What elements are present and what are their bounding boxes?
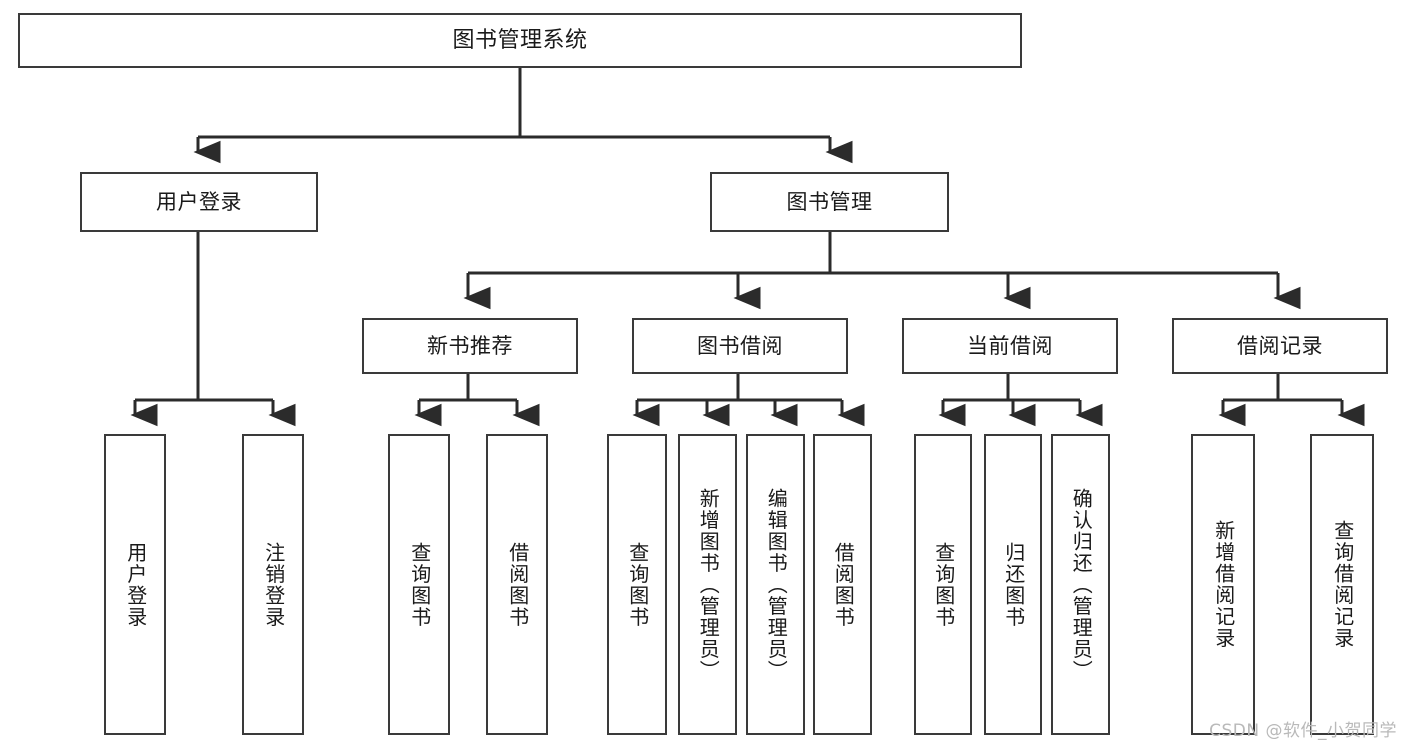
node-leaf-add-record[interactable]: 新增借阅记录 — [1191, 434, 1255, 735]
node-leaf-logout[interactable]: 注销登录 — [242, 434, 304, 735]
node-leaf-borrow-book-2[interactable]: 借阅图书 — [813, 434, 872, 735]
node-book-borrow[interactable]: 图书借阅 — [632, 318, 848, 374]
node-leaf-return-book[interactable]: 归还图书 — [984, 434, 1042, 735]
node-leaf-edit-book[interactable]: 编辑图书（管理员） — [746, 434, 805, 735]
node-leaf-query-book-3-label: 查询图书 — [931, 541, 956, 628]
node-root[interactable]: 图书管理系统 — [18, 13, 1022, 68]
node-leaf-confirm-return[interactable]: 确认归还（管理员） — [1051, 434, 1110, 735]
node-leaf-query-record[interactable]: 查询借阅记录 — [1310, 434, 1374, 735]
node-leaf-query-book-1-label: 查询图书 — [407, 541, 432, 628]
node-book-borrow-label: 图书借阅 — [697, 333, 783, 358]
node-leaf-add-book-label: 新增图书（管理员） — [696, 487, 721, 682]
node-leaf-return-book-label: 归还图书 — [1001, 541, 1026, 628]
node-leaf-query-record-label: 查询借阅记录 — [1330, 520, 1355, 649]
node-leaf-query-book-2-label: 查询图书 — [625, 541, 650, 628]
node-leaf-query-book-3[interactable]: 查询图书 — [914, 434, 972, 735]
node-borrow-record-label: 借阅记录 — [1237, 333, 1323, 358]
node-book-manage-label: 图书管理 — [786, 189, 873, 214]
node-leaf-add-record-label: 新增借阅记录 — [1211, 520, 1236, 649]
node-leaf-confirm-return-label: 确认归还（管理员） — [1069, 487, 1094, 682]
node-leaf-user-login[interactable]: 用户登录 — [104, 434, 166, 735]
node-leaf-borrow-book-1-label: 借阅图书 — [505, 541, 530, 628]
node-book-manage[interactable]: 图书管理 — [710, 172, 949, 232]
node-root-label: 图书管理系统 — [452, 27, 588, 53]
node-new-book-recommend[interactable]: 新书推荐 — [362, 318, 578, 374]
node-current-borrow-label: 当前借阅 — [967, 333, 1053, 358]
node-new-book-recommend-label: 新书推荐 — [427, 333, 513, 358]
node-user-login[interactable]: 用户登录 — [80, 172, 318, 232]
node-leaf-borrow-book-2-label: 借阅图书 — [831, 541, 856, 628]
node-leaf-borrow-book-1[interactable]: 借阅图书 — [486, 434, 548, 735]
node-leaf-user-login-label: 用户登录 — [123, 541, 148, 628]
csdn-watermark: CSDN @软件_小贺同学 — [1209, 721, 1397, 741]
node-leaf-edit-book-label: 编辑图书（管理员） — [764, 487, 789, 682]
node-current-borrow[interactable]: 当前借阅 — [902, 318, 1118, 374]
node-user-login-label: 用户登录 — [156, 189, 242, 214]
node-leaf-query-book-1[interactable]: 查询图书 — [388, 434, 450, 735]
node-leaf-query-book-2[interactable]: 查询图书 — [607, 434, 667, 735]
node-leaf-logout-label: 注销登录 — [261, 541, 286, 628]
node-borrow-record[interactable]: 借阅记录 — [1172, 318, 1388, 374]
node-leaf-add-book[interactable]: 新增图书（管理员） — [678, 434, 737, 735]
